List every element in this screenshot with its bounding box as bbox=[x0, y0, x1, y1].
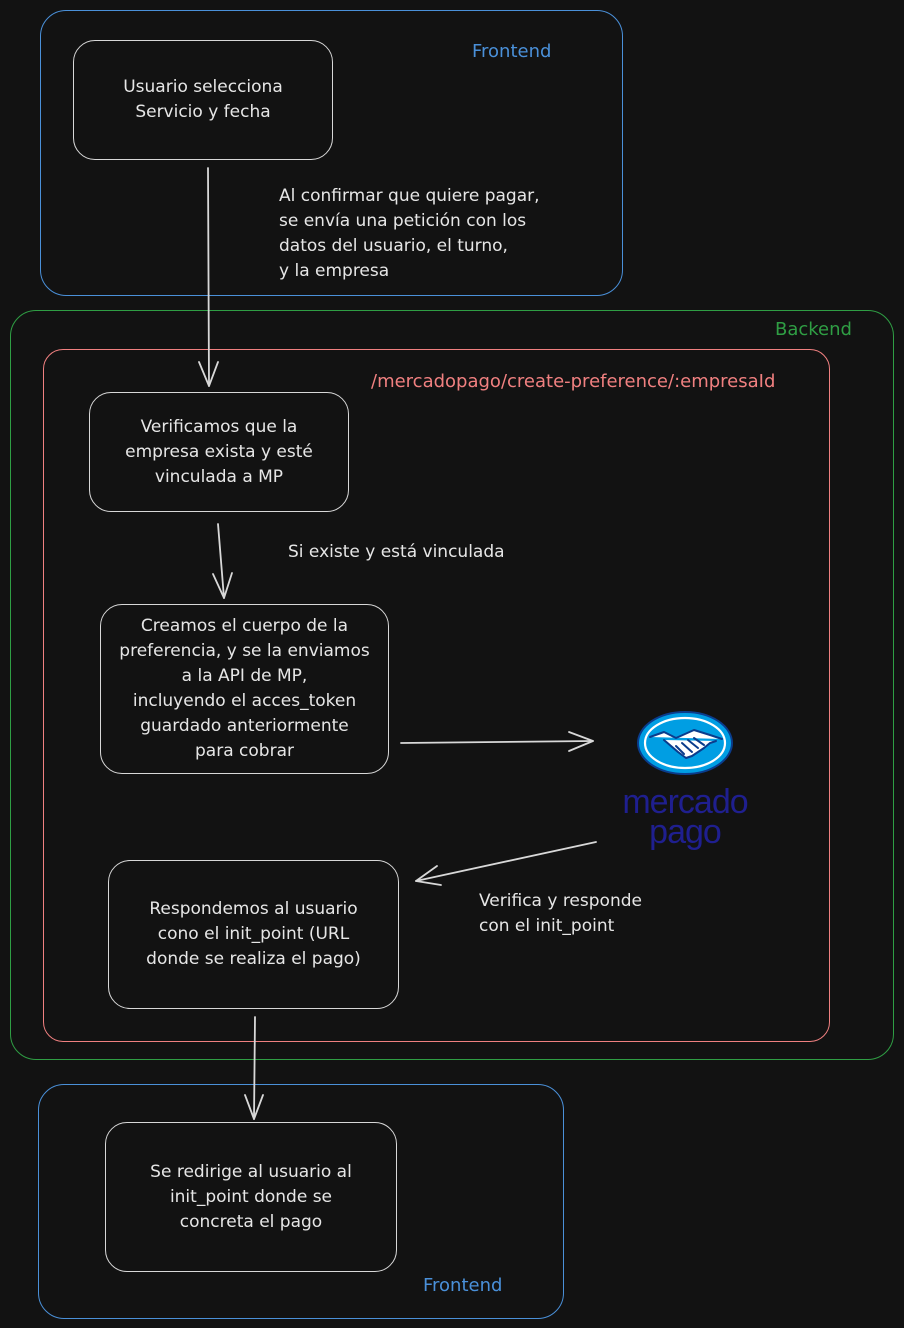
verify-company-node: Verificamos que la empresa exista y esté… bbox=[89, 392, 349, 512]
mp-response-label: Verifica y responde con el init_point bbox=[479, 891, 642, 936]
mercadopago-logo: mercado pago bbox=[606, 710, 764, 856]
frontend-top-title: Frontend bbox=[472, 41, 552, 62]
backend-frame bbox=[10, 310, 894, 1060]
frontend-bottom-frame bbox=[38, 1084, 564, 1319]
create-preference-node: Creamos el cuerpo de la preferencia, y s… bbox=[100, 604, 389, 774]
redirect-user-node: Se redirige al usuario al init_point don… bbox=[105, 1122, 397, 1272]
confirm-payment-label: Al confirmar que quiere pagar, se envía … bbox=[279, 186, 540, 281]
endpoint-title: /mercadopago/create-preference/:empresaI… bbox=[371, 371, 776, 392]
exists-linked-label: Si existe y está vinculada bbox=[288, 542, 505, 562]
mercadopago-wordmark-line1: mercado bbox=[622, 783, 748, 821]
respond-user-node: Respondemos al usuario cono el init_poin… bbox=[108, 860, 399, 1009]
frontend-top-frame bbox=[40, 10, 623, 296]
endpoint-frame bbox=[43, 349, 830, 1042]
select-service-node: Usuario selecciona Servicio y fecha bbox=[73, 40, 333, 160]
handshake-icon bbox=[637, 711, 733, 775]
mercadopago-wordmark-line2: pago bbox=[649, 813, 722, 851]
backend-title: Backend bbox=[775, 319, 852, 340]
frontend-bottom-title: Frontend bbox=[423, 1275, 503, 1296]
